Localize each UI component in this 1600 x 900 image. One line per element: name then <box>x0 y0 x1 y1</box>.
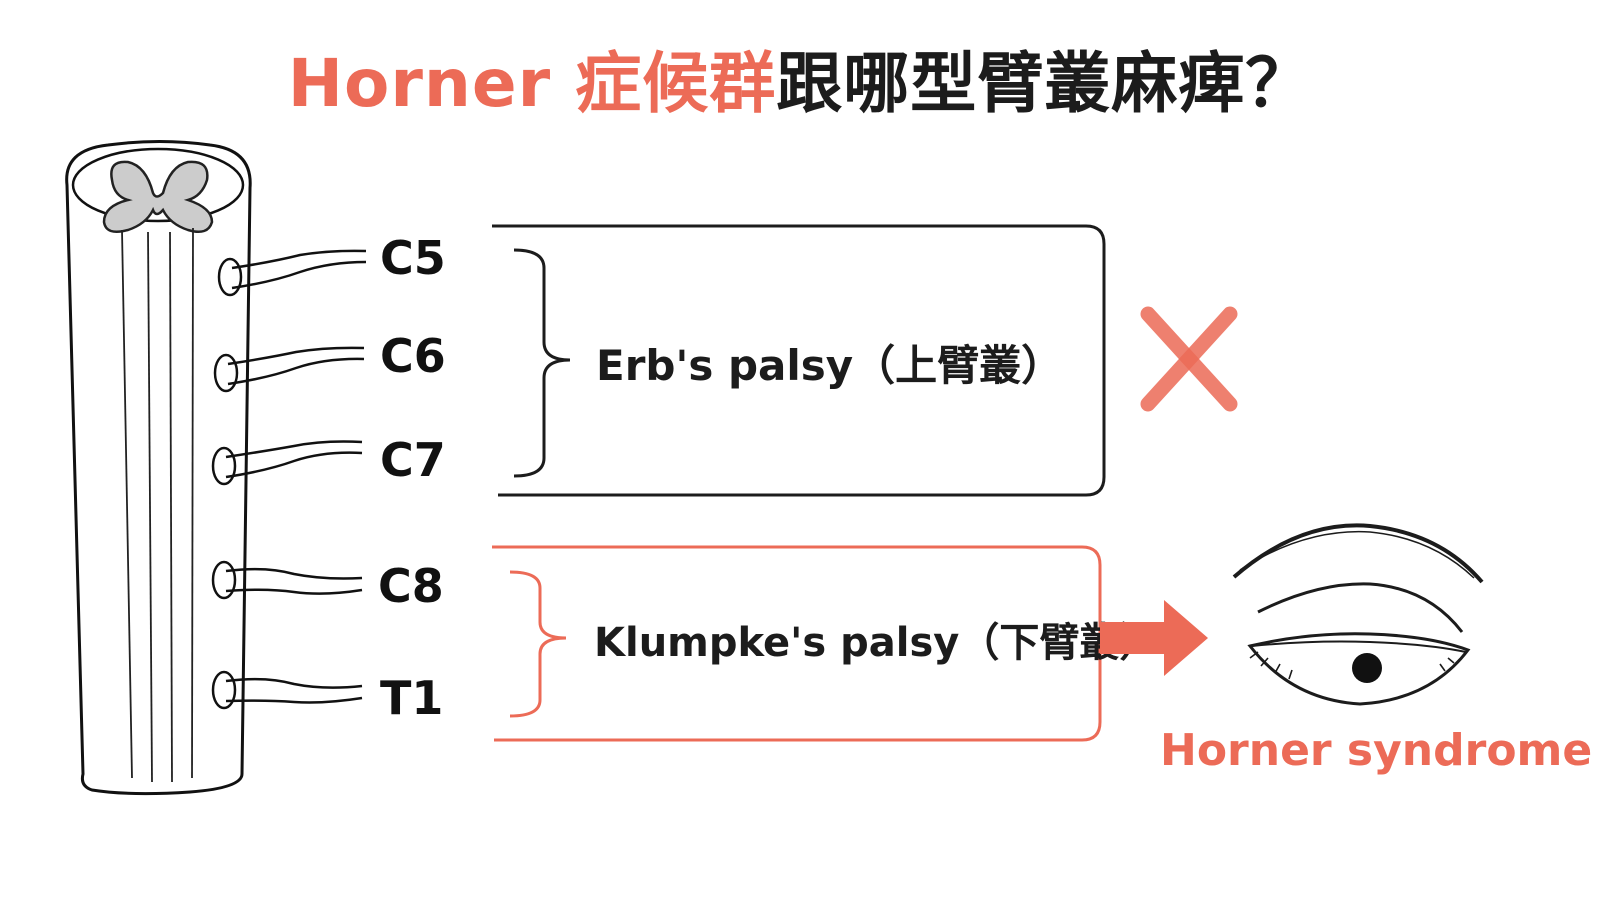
eyebrow <box>1232 523 1484 584</box>
spinal-cord-top <box>71 147 245 223</box>
pupil <box>1352 653 1382 683</box>
nerve-root-c5: C5 <box>217 231 446 297</box>
nerve-fiber <box>225 677 363 689</box>
nerve-label-c5: C5 <box>380 231 446 285</box>
upper-group-brace <box>513 248 571 478</box>
cross-icon <box>1140 306 1238 412</box>
cord-fiber-line <box>169 231 173 783</box>
nerve-label-c8: C8 <box>378 559 444 613</box>
nerve-fiber <box>225 440 363 459</box>
nerve-fiber <box>231 260 367 290</box>
title-rest: 跟哪型臂叢麻痺？ <box>776 45 1313 122</box>
nerve-fiber <box>225 451 363 479</box>
eyebrow-texture <box>1239 530 1475 579</box>
upper-plexus-group: Erb's palsy（上臂叢） <box>492 224 1238 497</box>
nerve-root-c8: C8 <box>211 559 444 613</box>
title-highlight: Horner 症候群 <box>287 45 777 122</box>
nerve-fiber <box>225 696 363 704</box>
drooping-lid-line <box>1251 640 1467 653</box>
root-exit <box>213 353 239 393</box>
nerve-root-c6: C6 <box>213 329 446 393</box>
upper-group-box <box>492 224 1106 497</box>
root-exit <box>211 560 237 600</box>
nerve-fiber <box>227 346 365 366</box>
lashes <box>1249 651 1455 680</box>
horner-syndrome-label: Horner syndrome <box>1160 725 1592 776</box>
cord-fiber-line <box>121 229 133 779</box>
nerve-fiber <box>227 357 365 386</box>
nerve-root-c7: C7 <box>211 433 446 487</box>
gray-matter-icon <box>102 160 214 233</box>
nerve-label-c7: C7 <box>380 433 446 487</box>
nerve-label-c6: C6 <box>380 329 446 383</box>
drooping-eye-icon <box>1232 523 1484 706</box>
cord-fiber-line <box>147 231 153 783</box>
klumpke-palsy-label: Klumpke's palsy（下臂叢） <box>594 620 1159 666</box>
nerve-fiber <box>225 567 363 580</box>
upper-eyelid-fold <box>1257 582 1464 633</box>
nerve-fiber <box>231 249 367 270</box>
nerve-fiber <box>225 588 363 595</box>
spinal-cord-body <box>65 140 252 796</box>
root-exit <box>217 257 243 297</box>
cord-fiber-line <box>191 227 194 779</box>
nerve-roots: C5 C6 C7 C8 T1 <box>211 231 446 725</box>
nerve-label-t1: T1 <box>380 671 443 725</box>
lower-plexus-group: Klumpke's palsy（下臂叢） <box>492 545 1208 742</box>
spinal-cord <box>65 140 252 796</box>
lower-group-brace <box>509 570 567 718</box>
nerve-root-t1: T1 <box>211 670 443 725</box>
root-exit <box>211 670 237 710</box>
erb-palsy-label: Erb's palsy（上臂叢） <box>596 341 1063 390</box>
root-exit <box>211 446 237 486</box>
page-title: Horner 症候群跟哪型臂叢麻痺？ <box>0 30 1600 126</box>
arrow-right-icon <box>1100 600 1208 676</box>
